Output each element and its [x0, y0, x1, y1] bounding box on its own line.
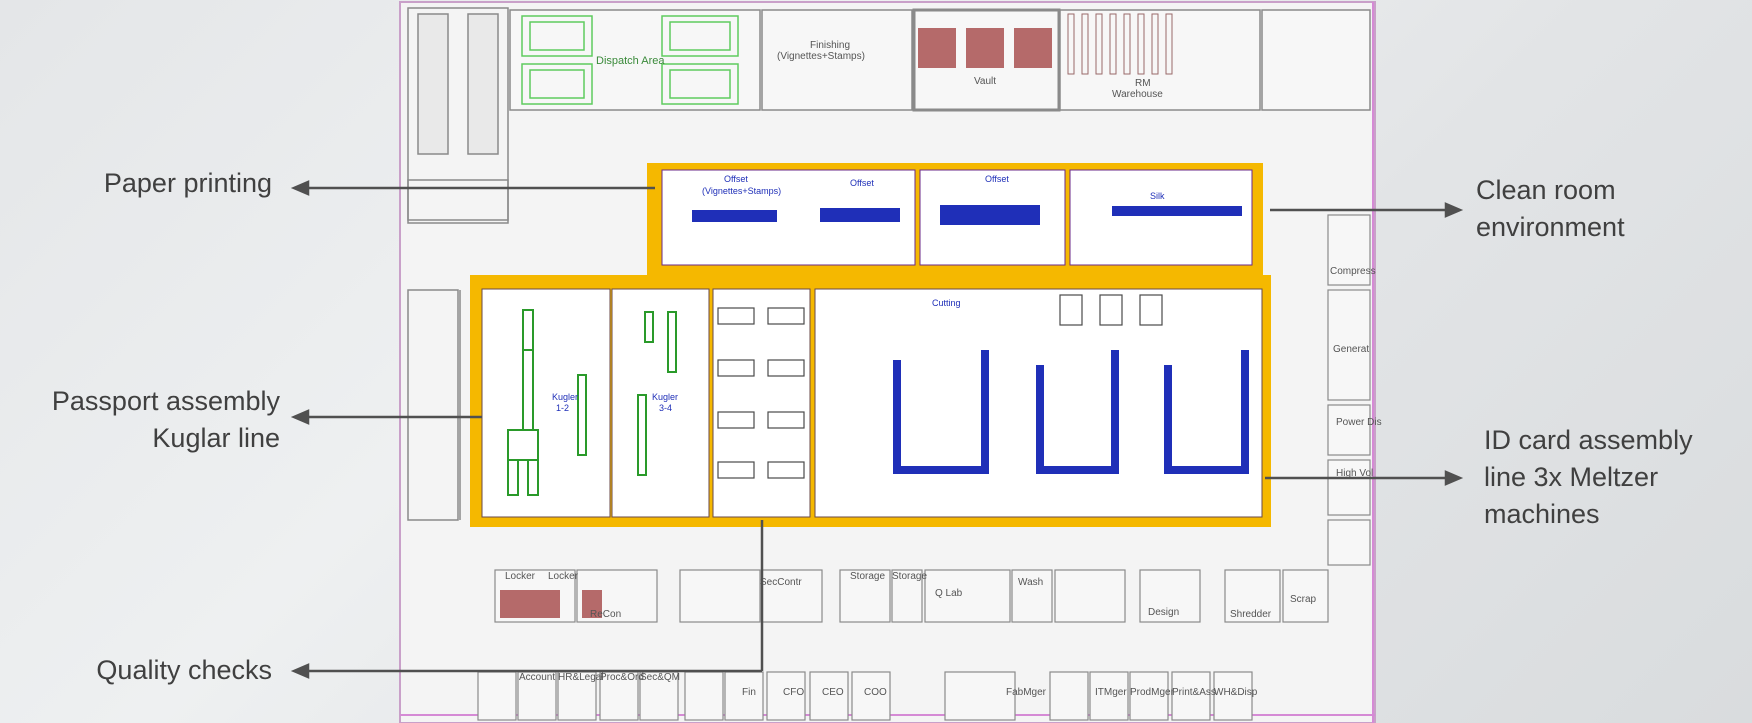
callout-arrows	[290, 180, 1464, 679]
passport-text-2: Kuglar line	[152, 423, 280, 453]
idcard-text-2: line 3x Meltzer	[1484, 462, 1659, 492]
sec-qm-label: Sec&QM	[640, 672, 680, 683]
dispatch-area-label: Dispatch Area	[596, 55, 665, 67]
prodmger-label: ProdMger	[1130, 687, 1175, 698]
paper-printing-callout: Paper printing	[40, 165, 272, 202]
idcard-text-3: machines	[1484, 499, 1600, 529]
right-side-rooms	[1327, 214, 1371, 566]
kugler-lines	[507, 309, 677, 496]
locker-2-label: Locker	[548, 571, 579, 582]
office-rooms	[477, 671, 1253, 721]
kugler-34-label: Kugler	[652, 392, 678, 402]
ceo-label: CEO	[822, 687, 844, 698]
quality-desks	[717, 307, 805, 479]
offset-vs-sub-label: (Vignettes+Stamps)	[702, 186, 781, 196]
cutting-label: Cutting	[932, 298, 961, 308]
idcard-callout: ID card assembly line 3x Meltzer machine…	[1484, 422, 1744, 533]
paper-printing-arrowhead	[290, 180, 310, 196]
offset-1-label: Offset	[850, 178, 874, 188]
locker-units	[500, 590, 602, 618]
left-bays	[407, 7, 509, 521]
storage-2-label: Storage	[892, 571, 927, 582]
recon-label: ReCon	[590, 609, 621, 620]
assembly-rooms	[481, 288, 1263, 518]
vault-label: Vault	[974, 76, 996, 87]
generat-label: Generat	[1333, 344, 1369, 355]
clean-room-text-1: Clean room	[1476, 175, 1616, 205]
quality-text: Quality checks	[96, 655, 272, 685]
meltzer-machines	[893, 350, 1249, 474]
scrap-label: Scrap	[1290, 594, 1317, 605]
fabmger-label: FabMger	[1006, 687, 1047, 698]
rm-warehouse-label: Warehouse	[1112, 89, 1163, 100]
print-ass-label: Print&Ass	[1172, 687, 1216, 698]
finishing-sub-label: (Vignettes+Stamps)	[777, 51, 865, 62]
offset-2-label: Offset	[985, 174, 1009, 184]
passport-callout: Passport assembly Kuglar line	[0, 383, 280, 457]
account-label: Account	[519, 672, 555, 683]
quality-arrowhead	[290, 663, 310, 679]
offset-vs-label: Offset	[724, 174, 748, 184]
shredder-label: Shredder	[1230, 609, 1272, 620]
power-label: Power Dis	[1336, 417, 1382, 428]
itmger-label: ITMger	[1095, 687, 1127, 698]
paper-printing-text: Paper printing	[103, 168, 272, 198]
passport-text-1: Passport assembly	[51, 386, 280, 416]
coo-label: COO	[864, 687, 887, 698]
storage-1-label: Storage	[850, 571, 885, 582]
finishing-label: Finishing	[810, 40, 850, 51]
clean-room-text-2: environment	[1476, 212, 1625, 242]
passport-arrowhead	[290, 409, 310, 425]
kugler-12-label: Kugler	[552, 392, 578, 402]
clean-room-callout: Clean room environment	[1476, 172, 1716, 246]
wash-label: Wash	[1018, 577, 1043, 588]
high-vol-label: High Vol	[1336, 468, 1373, 479]
hr-legal-label: HR&Legal	[558, 672, 604, 683]
dispatch-pallets	[521, 15, 739, 105]
idcard-arrowhead	[1444, 470, 1464, 486]
compress-label: Compress	[1330, 266, 1376, 277]
kugler-12-num-label: 1-2	[556, 403, 569, 413]
proc-ord-label: Proc&Ord	[600, 672, 644, 683]
offset-press-machines	[692, 205, 1242, 225]
silk-label: Silk	[1150, 191, 1165, 201]
vault-cabinets	[918, 28, 1052, 68]
kugler-34-num-label: 3-4	[659, 403, 672, 413]
locker-1-label: Locker	[505, 571, 536, 582]
idcard-text-1: ID card assembly	[1484, 425, 1693, 455]
clean-room-arrowhead	[1444, 202, 1464, 218]
quality-callout: Quality checks	[40, 652, 272, 689]
rm-racks	[1067, 13, 1173, 75]
wh-disp-label: WH&Disp	[1214, 687, 1258, 698]
design-label: Design	[1148, 607, 1179, 618]
seccontr-label: SecContr	[760, 577, 802, 588]
cfo-label: CFO	[783, 687, 804, 698]
qlab-label: Q Lab	[935, 588, 963, 599]
cutting-desks	[1059, 294, 1163, 326]
rm-label: RM	[1135, 78, 1151, 89]
fin-label: Fin	[742, 687, 756, 698]
